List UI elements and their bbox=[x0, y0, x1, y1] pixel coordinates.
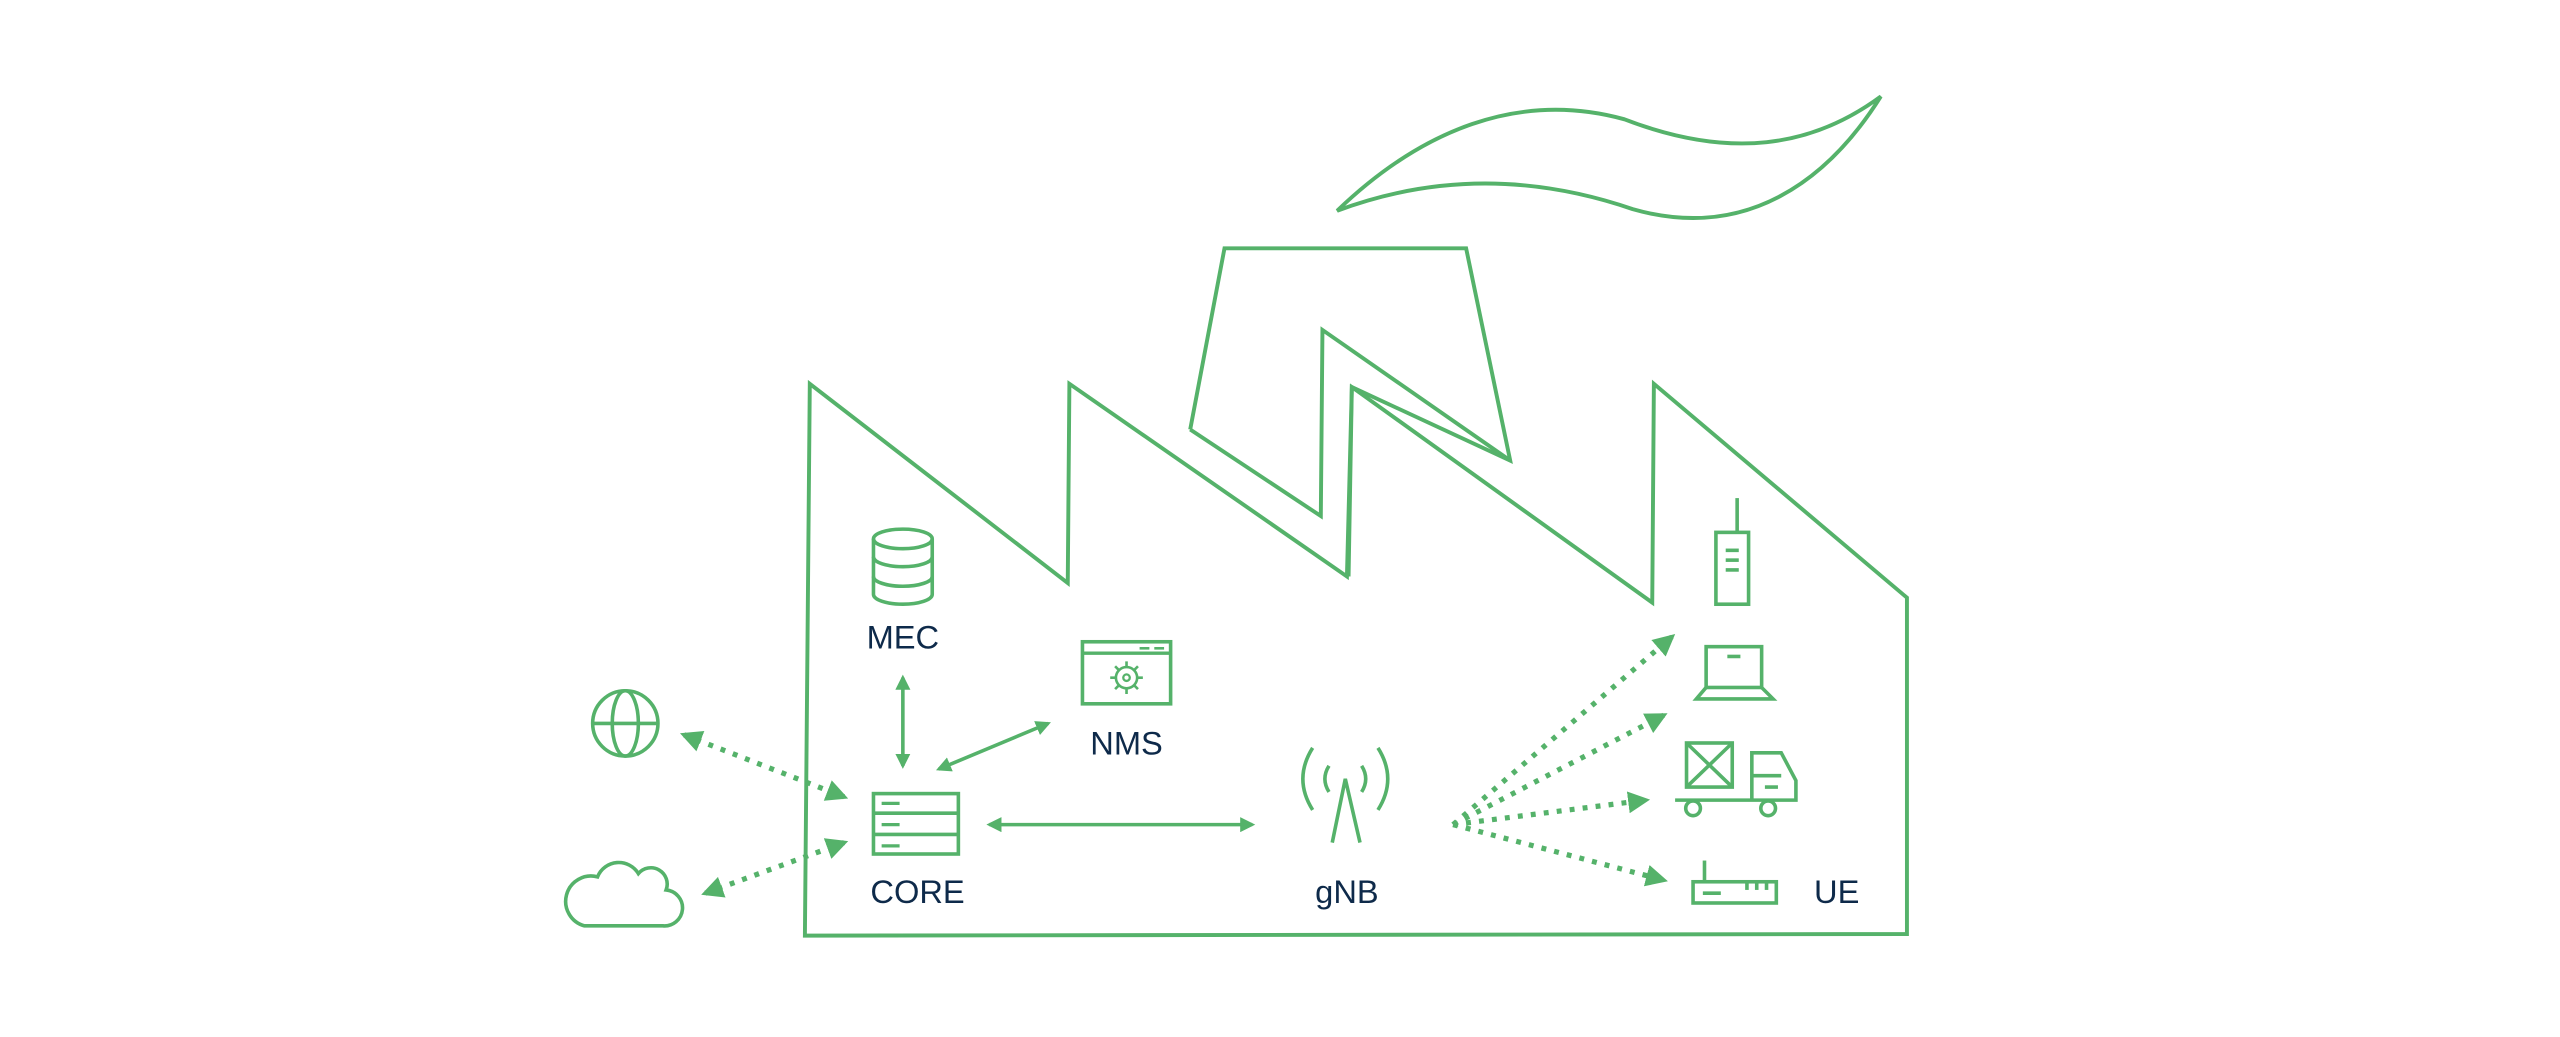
edge-cloud-core bbox=[701, 838, 849, 898]
ue-group[interactable]: UE bbox=[1675, 498, 1859, 910]
mec-node[interactable]: MEC bbox=[867, 527, 940, 655]
gnb-label: gNB bbox=[1315, 873, 1379, 910]
edge-nms-core bbox=[935, 721, 1051, 772]
core-node[interactable]: CORE bbox=[870, 791, 965, 910]
edge-gnb-truck bbox=[1452, 791, 1651, 828]
delivery-truck-icon bbox=[1675, 741, 1798, 818]
router-icon bbox=[1691, 860, 1779, 905]
gnb-node[interactable]: gNB bbox=[1301, 746, 1390, 910]
smoke-icon bbox=[1335, 94, 1883, 220]
edge-gnb-laptop bbox=[1451, 712, 1668, 827]
cloud-icon[interactable] bbox=[563, 860, 685, 928]
settings-window-icon bbox=[1080, 639, 1173, 706]
laptop-icon bbox=[1692, 644, 1778, 701]
handheld-radio-icon bbox=[1714, 498, 1751, 607]
edge-internet-core bbox=[679, 730, 849, 801]
server-icon bbox=[871, 791, 961, 856]
factory-icon bbox=[802, 379, 1909, 938]
core-label: CORE bbox=[870, 873, 964, 910]
gear-icon bbox=[1110, 661, 1143, 695]
database-icon bbox=[871, 527, 935, 606]
nms-node[interactable]: NMS bbox=[1080, 639, 1173, 762]
edge-gnb-radio bbox=[1451, 634, 1676, 827]
antenna-tower-icon bbox=[1301, 746, 1390, 843]
mec-label: MEC bbox=[867, 618, 940, 655]
ue-label: UE bbox=[1814, 873, 1859, 910]
edge-gnb-router bbox=[1452, 822, 1668, 887]
globe-icon[interactable] bbox=[590, 688, 660, 758]
nms-label: NMS bbox=[1090, 724, 1163, 761]
chimney-inner bbox=[1189, 326, 1512, 520]
